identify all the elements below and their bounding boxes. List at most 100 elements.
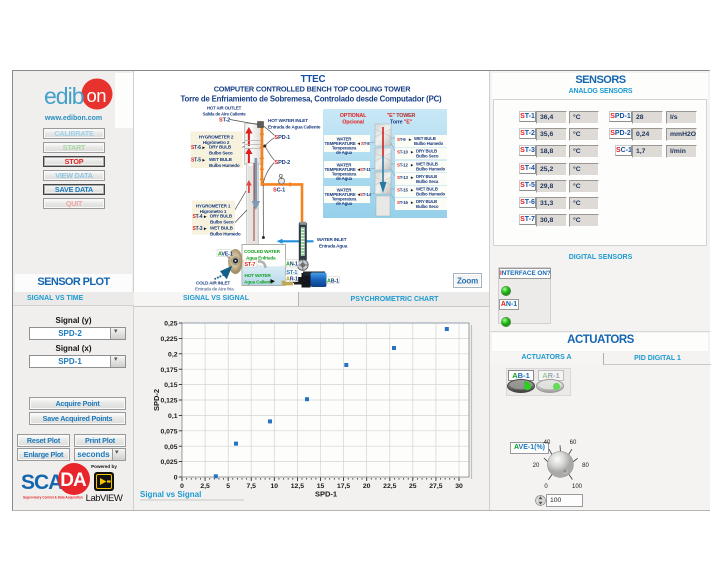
svg-text:ST-9: ST-9 <box>397 137 406 142</box>
svg-text:30: 30 <box>455 483 463 490</box>
svg-text:edib: edib <box>44 83 84 109</box>
svg-text:0: 0 <box>544 484 548 490</box>
svg-text:15: 15 <box>317 483 325 490</box>
svg-text:AR-1: AR-1 <box>286 277 298 283</box>
svg-text:►: ► <box>410 175 414 180</box>
svg-text:ST-6: ST-6 <box>191 145 201 151</box>
svg-text:20: 20 <box>363 483 371 490</box>
svg-text:Opcional: Opcional <box>342 120 364 126</box>
svg-text:DRY BULB: DRY BULB <box>416 149 437 154</box>
svg-text:5: 5 <box>226 483 230 490</box>
svg-text:"E" TOWER: "E" TOWER <box>387 113 416 119</box>
svg-text:100: 100 <box>572 484 583 490</box>
svg-text:COLD AIR INLET: COLD AIR INLET <box>196 281 230 286</box>
svg-text:HOT AIR OUTLET: HOT AIR OUTLET <box>207 106 242 111</box>
svg-text:0,15: 0,15 <box>164 382 177 389</box>
svg-text:Bulbo Seco: Bulbo Seco <box>210 220 234 225</box>
svg-text:ST-10: ST-10 <box>397 150 409 155</box>
svg-text:Bulbo Seca: Bulbo Seca <box>416 179 439 184</box>
svg-text:0,125: 0,125 <box>160 398 177 405</box>
svg-text:◄: ◄ <box>357 192 361 197</box>
svg-text:0: 0 <box>180 483 184 490</box>
svg-text:DA: DA <box>60 470 87 491</box>
svg-text:17,5: 17,5 <box>337 483 350 490</box>
svg-text:►: ► <box>202 158 206 163</box>
svg-text:0,175: 0,175 <box>160 367 177 374</box>
svg-text:►: ► <box>202 145 206 150</box>
svg-text:Agua Caliente: Agua Caliente <box>244 280 273 285</box>
svg-text:de Agua: de Agua <box>336 176 353 181</box>
svg-text:DRY BULB: DRY BULB <box>416 174 437 179</box>
svg-text:TTEC: TTEC <box>301 74 326 85</box>
svg-text:WATER: WATER <box>337 137 353 142</box>
svg-text:Zoom: Zoom <box>457 277 478 286</box>
svg-text:ST-7: ST-7 <box>245 262 256 268</box>
svg-text:ST-4: ST-4 <box>193 214 203 220</box>
svg-text:WATER INLET: WATER INLET <box>317 237 347 242</box>
svg-text:ST-1: ST-1 <box>287 270 298 276</box>
svg-text:0: 0 <box>174 475 178 482</box>
svg-text:◄: ◄ <box>357 141 361 146</box>
svg-text:TEMPERATURE: TEMPERATURE <box>325 141 356 146</box>
svg-text:HOT WATER: HOT WATER <box>245 273 272 278</box>
svg-text:DRY BULB: DRY BULB <box>416 199 437 204</box>
svg-text:AN-1: AN-1 <box>286 261 298 267</box>
svg-text:de Agua: de Agua <box>336 150 353 155</box>
svg-text:SPD-2: SPD-2 <box>275 160 291 166</box>
svg-text:ST-12: ST-12 <box>397 163 409 168</box>
svg-text:DRY BULB: DRY BULB <box>210 214 233 219</box>
svg-text:60: 60 <box>570 440 577 446</box>
svg-text:ST-2: ST-2 <box>219 118 230 124</box>
svg-text:Bulbo Seco: Bulbo Seco <box>209 151 233 156</box>
svg-text:22,5: 22,5 <box>383 483 396 490</box>
svg-text:27,5: 27,5 <box>429 483 442 490</box>
svg-text:HOT WATER INLET: HOT WATER INLET <box>268 118 308 123</box>
svg-text:0,05: 0,05 <box>164 444 177 451</box>
svg-text:0,1: 0,1 <box>168 413 178 420</box>
svg-text:AVE-1: AVE-1 <box>218 251 233 257</box>
svg-text:◄: ◄ <box>357 167 361 172</box>
svg-text:on: on <box>87 85 107 106</box>
svg-text:SPD-1: SPD-1 <box>315 490 337 499</box>
svg-text:ST-14: ST-14 <box>360 192 372 197</box>
svg-text:HYGROMETER 1: HYGROMETER 1 <box>196 204 231 209</box>
svg-text:Torre de Enfriamiento de Sobre: Torre de Enfriamiento de Sobremesa, Cont… <box>181 95 443 104</box>
svg-text:Temperatura: Temperatura <box>332 146 357 151</box>
svg-text:0,225: 0,225 <box>160 336 177 343</box>
svg-text:25: 25 <box>409 483 417 490</box>
svg-text:DRY BULB: DRY BULB <box>209 145 232 150</box>
svg-text:ST-3: ST-3 <box>193 226 203 232</box>
svg-text:Higrometro 1: Higrometro 1 <box>200 209 227 214</box>
svg-text:SCA: SCA <box>21 471 63 494</box>
svg-text:Entrada de Agua Caliente: Entrada de Agua Caliente <box>268 125 321 130</box>
svg-text:Bulbo Humedo: Bulbo Humedo <box>210 232 241 237</box>
svg-text:WATER: WATER <box>337 163 353 168</box>
svg-text:WET BULB: WET BULB <box>416 162 438 167</box>
svg-text:Bulbo Humedo: Bulbo Humedo <box>209 163 240 168</box>
svg-text:0,25: 0,25 <box>164 321 177 328</box>
svg-text:Higrómetro 2: Higrómetro 2 <box>203 140 230 145</box>
svg-text:Temperatura: Temperatura <box>332 197 357 202</box>
svg-text:LabVIEW: LabVIEW <box>86 493 123 504</box>
svg-text:AB-1: AB-1 <box>327 278 339 284</box>
svg-text:Entrada de Aire fria: Entrada de Aire fria <box>195 287 234 292</box>
svg-text:12,5: 12,5 <box>291 483 304 490</box>
svg-text:SC-1: SC-1 <box>273 188 285 194</box>
svg-text:Bulbo Humedo: Bulbo Humedo <box>416 167 446 172</box>
svg-text:►: ► <box>410 163 414 168</box>
svg-text:COMPUTER CONTROLLED BENCH TOP: COMPUTER CONTROLLED BENCH TOP COOLING TO… <box>214 85 411 94</box>
svg-text:COOLED WATER: COOLED WATER <box>244 249 281 254</box>
svg-text:WET BULB: WET BULB <box>416 187 438 192</box>
svg-text:Agua Enfriada: Agua Enfriada <box>246 256 276 261</box>
svg-text:TEMPERATURE: TEMPERATURE <box>325 192 356 197</box>
svg-text:WATER: WATER <box>337 188 353 193</box>
svg-text:ST-15: ST-15 <box>397 188 409 193</box>
svg-text:0,075: 0,075 <box>160 428 177 435</box>
svg-text:Temperatura: Temperatura <box>332 172 357 177</box>
svg-text:7,5: 7,5 <box>246 483 256 490</box>
svg-text:►: ► <box>203 214 207 219</box>
svg-text:ST-11: ST-11 <box>360 167 371 172</box>
svg-text:Salida de Aire Caliente: Salida de Aire Caliente <box>202 112 246 117</box>
svg-text:de Agua: de Agua <box>336 201 353 206</box>
svg-text:HYGROMETER 2: HYGROMETER 2 <box>199 135 234 140</box>
